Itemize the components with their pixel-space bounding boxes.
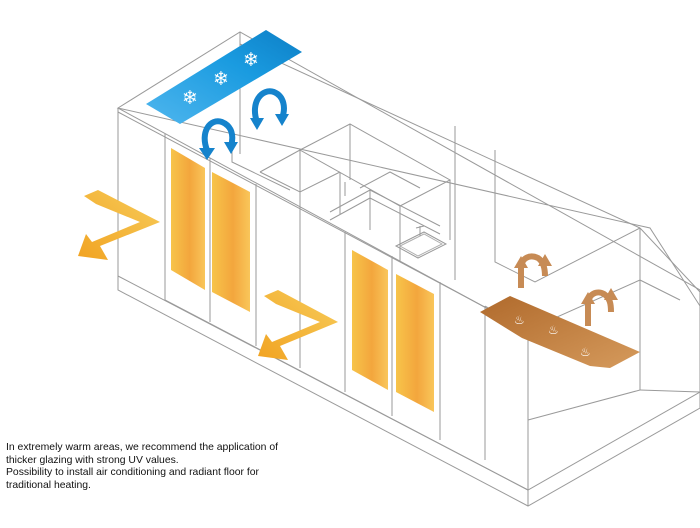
caption-line-glazing: In extremely warm areas, we recommend th… — [6, 442, 279, 466]
cool-air-arrowheads — [199, 114, 289, 160]
snowflake-icon: ❄ — [182, 87, 198, 109]
warm-air-arrowheads — [514, 254, 618, 304]
building-outline — [116, 31, 700, 507]
cool-air-arrow-icon — [201, 88, 287, 152]
radiant-floor: ♨ ♨ ♨ — [480, 296, 640, 368]
caption-line-heating: Possibility to install air conditioning … — [6, 467, 259, 491]
snowflake-icon: ❄ — [243, 49, 259, 71]
air-conditioning-panel: ❄ ❄ ❄ — [146, 30, 302, 124]
snowflake-icon: ❄ — [213, 68, 229, 90]
sun-heat-arrow-icon — [78, 190, 338, 360]
diagram-caption: In extremely warm areas, we recommend th… — [6, 442, 306, 492]
heat-waves-icon: ♨ — [580, 345, 591, 359]
heat-waves-icon: ♨ — [514, 313, 525, 327]
heat-waves-icon: ♨ — [548, 323, 559, 337]
thick-uv-glazing — [171, 148, 434, 412]
